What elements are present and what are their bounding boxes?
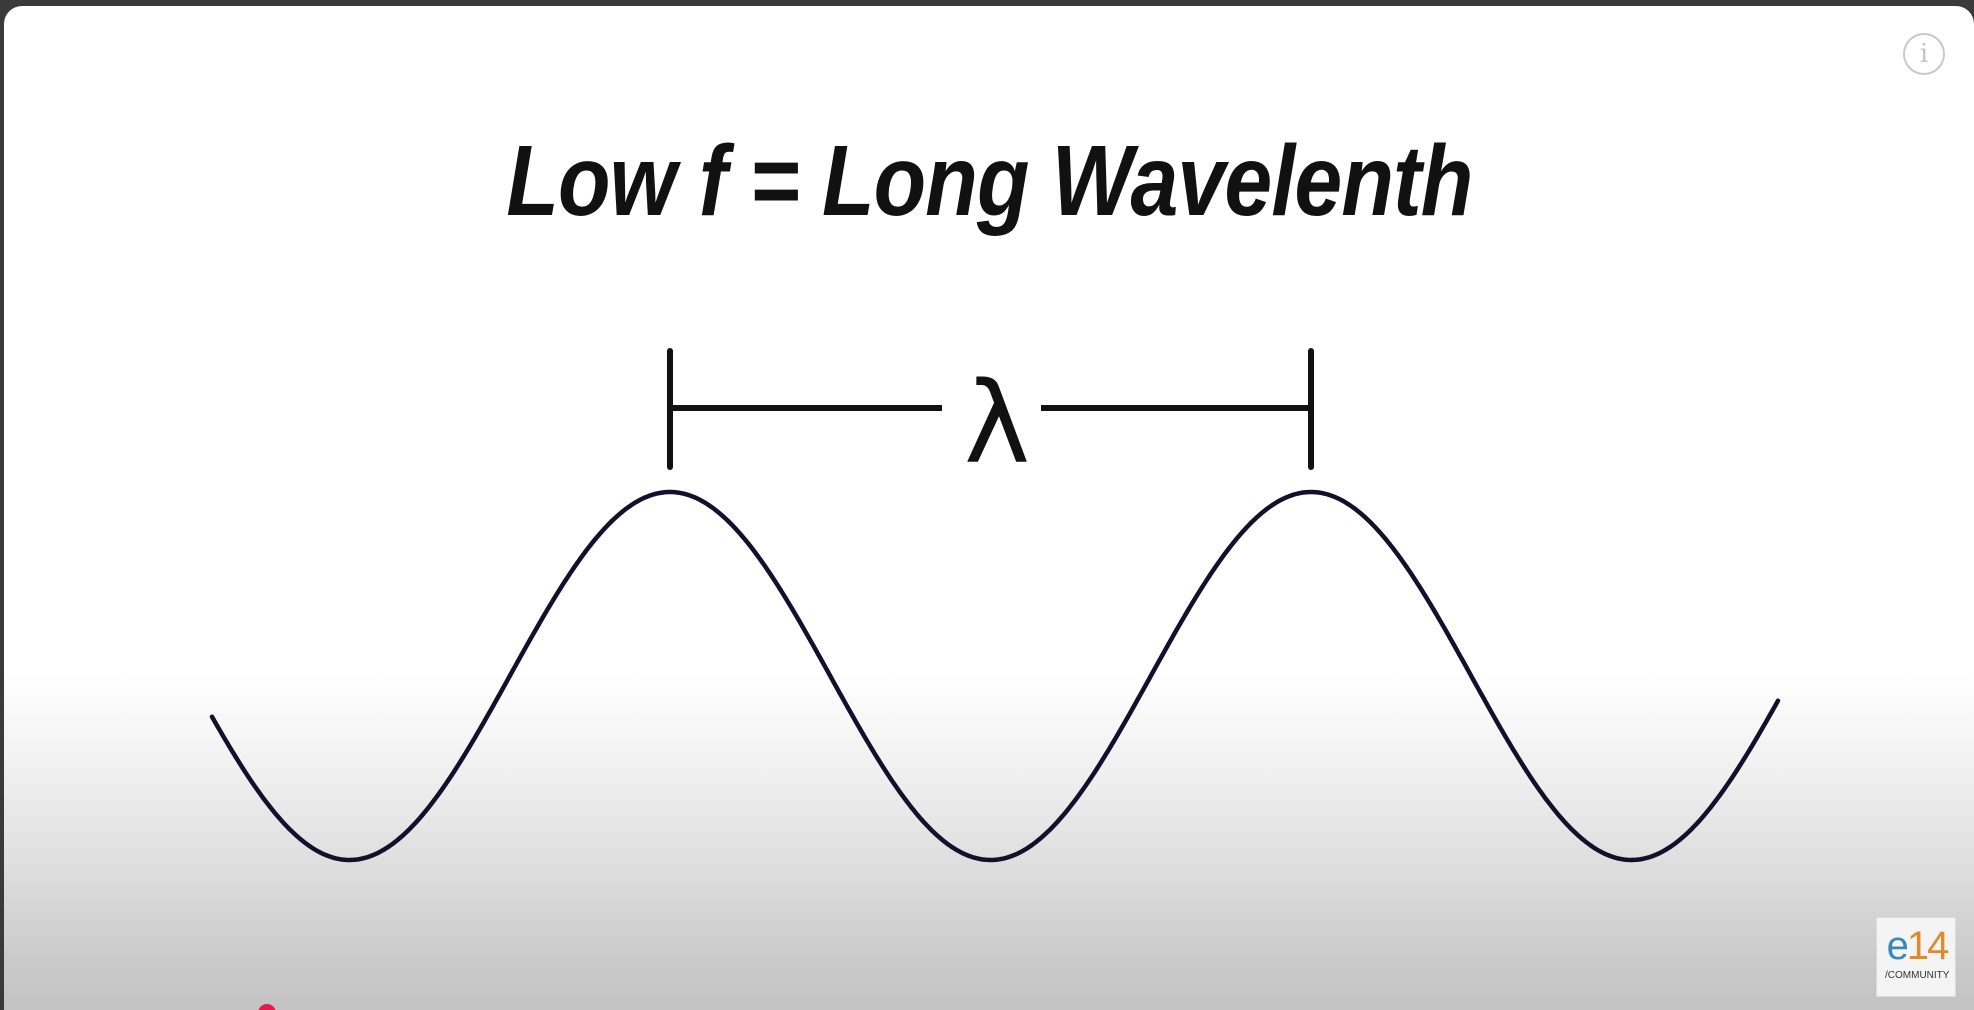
channel-logo[interactable]: e14 /COMMUNITY <box>1876 917 1956 997</box>
info-icon[interactable]: i <box>1903 33 1945 75</box>
sine-wave <box>209 489 1781 863</box>
wavelength-symbol: λ <box>964 359 1030 489</box>
logo-number: 14 <box>1906 924 1949 968</box>
video-frame: i Low f = Long Wavelenth λ e14 /COMMUNIT… <box>4 6 1974 1010</box>
info-icon-glyph: i <box>1919 39 1929 69</box>
logo-letter: e <box>1886 924 1909 968</box>
slide-title: Low f = Long Wavelenth <box>506 125 1473 237</box>
logo-subtext: /COMMUNITY <box>1885 970 1950 981</box>
progress-scrubber[interactable] <box>258 1004 276 1010</box>
wave-diagram: λ <box>209 348 1781 863</box>
logo-mark: e14 <box>1877 926 1957 966</box>
